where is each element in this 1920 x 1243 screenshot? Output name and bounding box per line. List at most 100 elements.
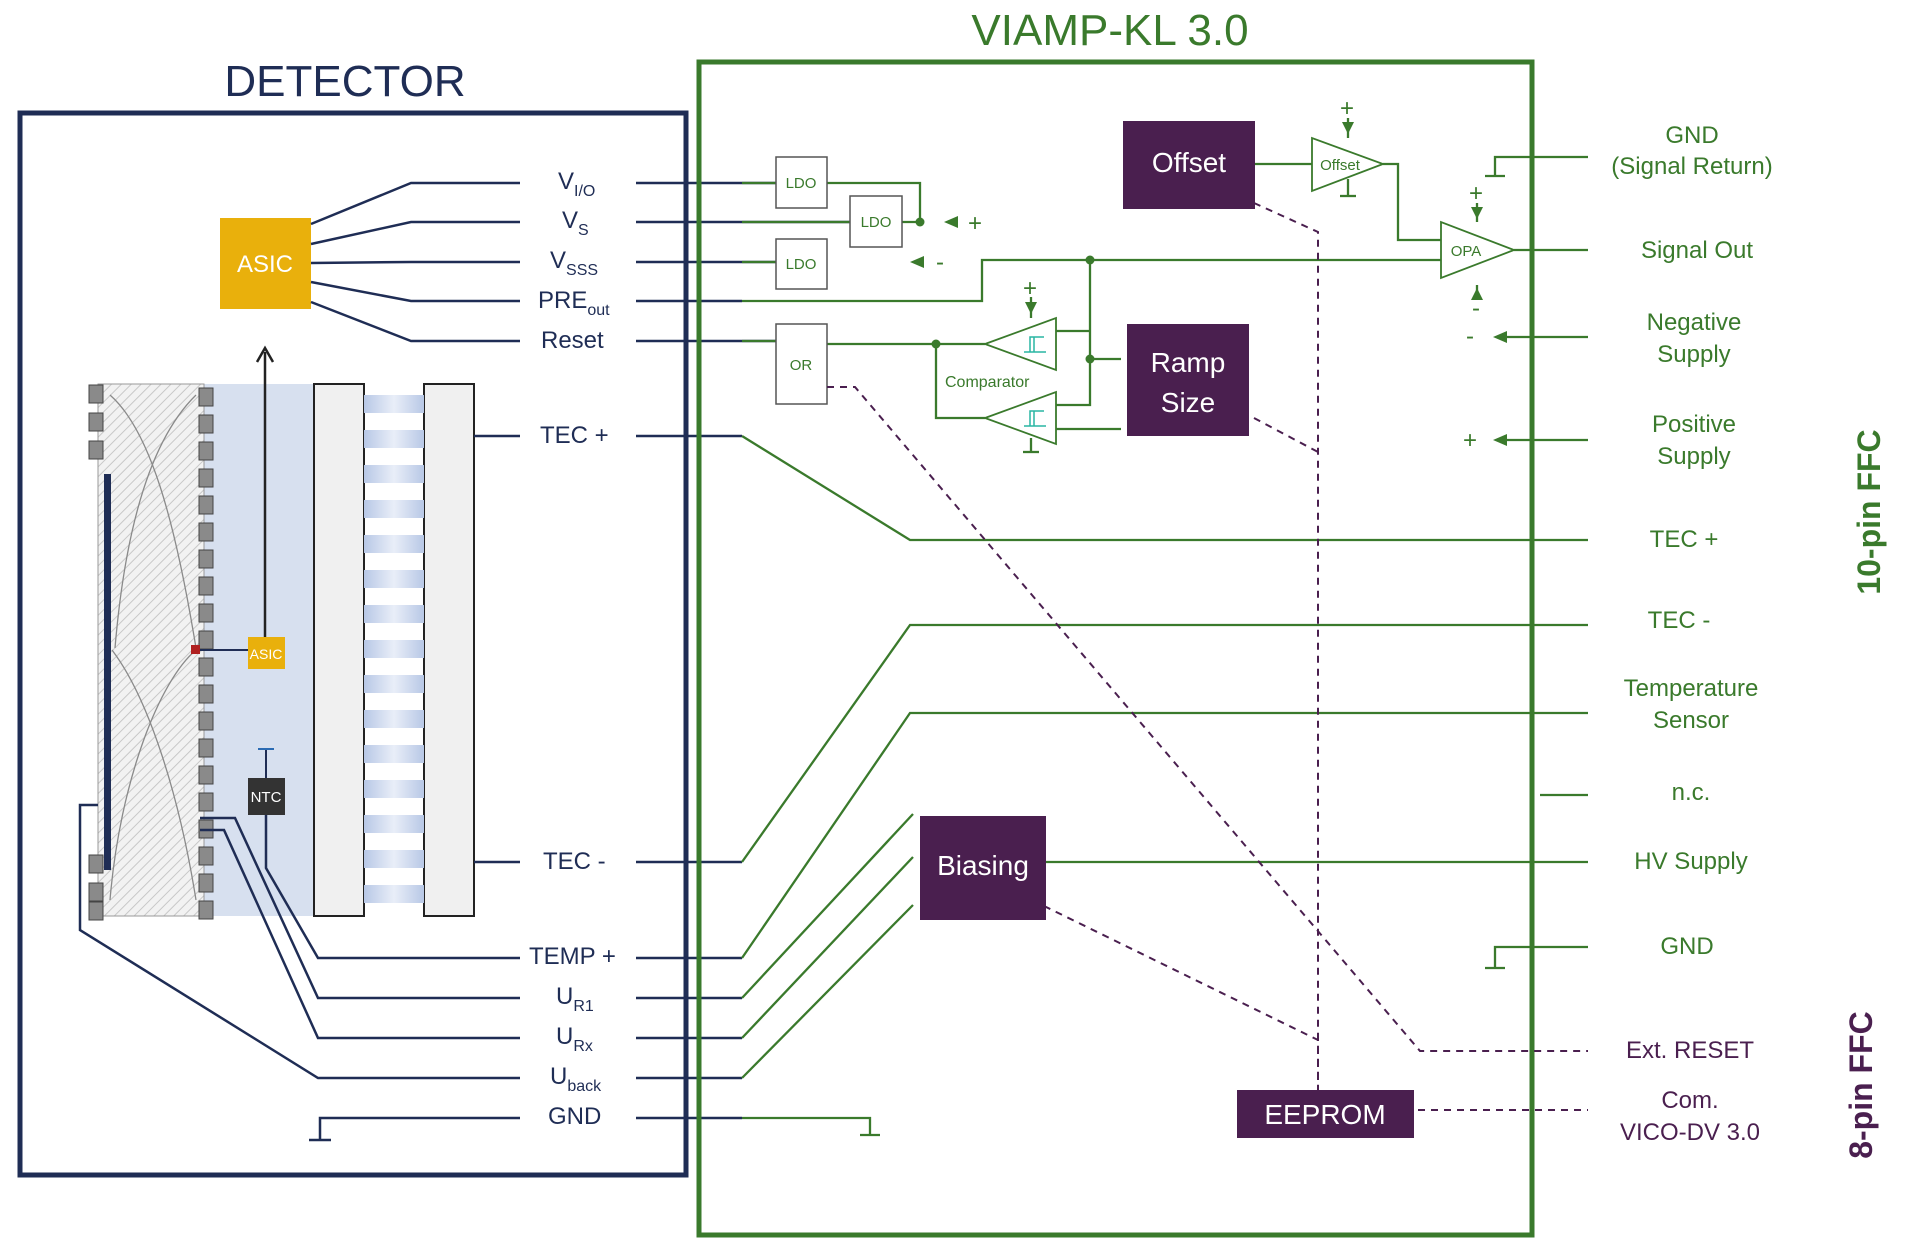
viamp-title: VIAMP-KL 3.0 [971,6,1248,55]
offset-block-label: Offset [1152,147,1226,178]
electrode-pad [198,576,214,596]
asic-chip-label: ASIC [237,251,293,278]
electrode-pad [198,765,214,785]
electrode-pad [198,873,214,893]
viamp-wiring [741,118,1588,1137]
electrode-pad [198,387,214,407]
conn-signal-out: Signal Out [1641,237,1753,264]
pin-tec-minus: TEC - [543,848,606,875]
electrode-pad [88,882,104,902]
asic-small [248,637,285,669]
vsss-minus-sign: - [936,249,944,276]
ntc-label: NTC [251,789,282,806]
tec-element [364,465,424,483]
opa-minus-sign: - [1472,295,1480,322]
asic-small-label: ASIC [250,646,283,662]
pos-supply-plus-sign: + [1463,427,1477,454]
electrode-pad [88,384,104,404]
pin-reset: Reset [541,327,604,354]
junction-dots [915,217,1095,364]
ldo-2 [849,195,903,248]
tec-element [364,395,424,413]
electrode-pad [198,900,214,920]
conn-hv-supply: HV Supply [1634,848,1747,875]
tec-element [364,780,424,798]
hysteresis-icons [1024,336,1046,427]
detector-pin-labels: VI/O VS VSSS PREout Reset TEC + TEC - TE… [529,168,616,1130]
tec-element [364,535,424,553]
tec-element [364,885,424,903]
pin-tec-plus: TEC + [540,422,609,449]
tec-plate-right [423,383,475,917]
electrode-pad [198,630,214,650]
pin-vs: VS [562,207,589,239]
eeprom-block [1237,1090,1414,1138]
bias-wires [78,803,520,1142]
tec-element [364,640,424,658]
conn-temperature-sensor-2: Sensor [1653,707,1729,734]
electrode-pad [198,603,214,623]
conn-ext-reset: Ext. RESET [1626,1037,1754,1064]
electrode-pad [88,412,104,432]
ldo-2-label: LDO [861,214,892,231]
conn-positive-supply-1: Positive [1652,411,1736,438]
comparator-label: Comparator [945,374,1030,391]
eight-pin-ffc-label: 8-pin FFC [1843,1011,1879,1159]
tec-wires [474,434,520,864]
tec-plate-left [313,383,365,917]
detector-section: DETECTOR ASIC ASIC [17,57,850,1178]
electrode-pad [88,854,104,874]
tec-element [364,675,424,693]
comparator-lower [982,390,1057,446]
electrode-pad [198,441,214,461]
pin-vio: VI/O [558,168,595,200]
neg-supply-minus-sign: - [1466,323,1474,350]
conn-gnd-return: GND [1665,122,1718,149]
electrode-pad [198,846,214,866]
tec-element [364,745,424,763]
comparator-plus-sign: + [1023,275,1037,302]
ramp-size-label-1: Ramp [1151,347,1226,378]
interconnect-wires [636,181,850,1120]
offset-block [1123,121,1255,209]
ldo-1 [775,156,828,209]
electrode-pad [198,468,214,488]
conn-tec-plus: TEC + [1650,526,1719,553]
tec-element [364,710,424,728]
pin-ur1: UR1 [556,983,594,1015]
eeprom-label: EEPROM [1264,1099,1385,1130]
comparators [982,316,1057,446]
sensor-highlight-pixel [191,645,200,654]
or-gate-label: OR [790,357,813,374]
sensor-electrodes [88,384,214,921]
vs-plus-sign: + [968,210,982,237]
conn-gnd-return-sub: (Signal Return) [1611,153,1772,180]
electrode-pad [198,414,214,434]
electrode-pad [198,684,214,704]
ramp-size-block [1127,324,1249,436]
biasing-block [920,816,1046,920]
viamp-section: VIAMP-KL 3.0 [696,6,1588,1238]
tec-element [364,430,424,448]
output-opamp [1440,220,1517,280]
electrode-pad [88,440,104,460]
electrode-pad [198,495,214,515]
conn-negative-supply-1: Negative [1647,309,1742,336]
ramp-size-label-2: Size [1161,387,1215,418]
signal-arrow-head [255,345,275,363]
detector-title: DETECTOR [224,57,465,106]
electrode-pad [198,657,214,677]
comparator-upper [982,316,1057,372]
control-bus-dashed [827,202,1588,1111]
electrode-pad [198,711,214,731]
ldo-labels: LDO LDO LDO OR [786,175,892,374]
conn-com-1: Com. [1661,1087,1718,1114]
arrowheads [910,122,1507,446]
conn-positive-supply-2: Supply [1657,443,1730,470]
sensor-hatched-body [97,383,205,917]
conn-temperature-sensor-1: Temperature [1624,675,1759,702]
ldo-1-label: LDO [786,175,817,192]
tec-element [364,815,424,833]
offset-amplifier-label: Offset [1320,157,1361,174]
sensor-inner-curves [109,394,197,901]
